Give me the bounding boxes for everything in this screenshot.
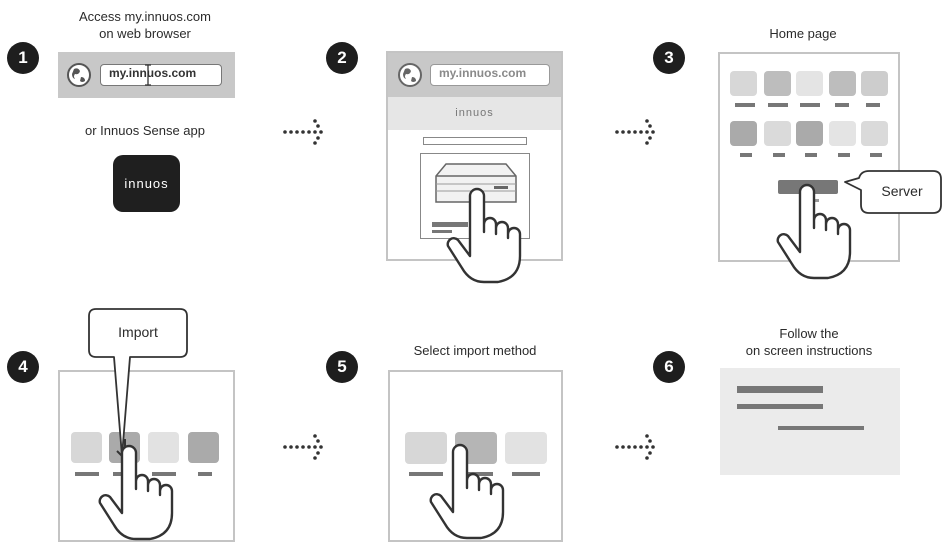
step-2-url-field: my.innuos.com [430,64,550,86]
step-2-url-text: my.innuos.com [439,66,527,80]
step-3-dash [870,153,882,157]
step-3-dash [800,103,820,107]
dotted-arrow-icon [283,434,323,460]
step-5-option[interactable] [505,432,547,464]
step-3-tile [764,121,791,146]
step-3-tile [829,71,856,96]
step-3-tile [764,71,791,96]
step-3-dash [835,103,849,107]
step-5-caption: Select import method [413,343,537,358]
step-3-callout-text: Server [881,183,923,199]
step-3-tile [829,121,856,146]
cursor-icon [145,64,151,86]
hand-pointer-icon [776,183,852,280]
step-2-dash-1 [432,222,468,227]
dotted-arrow-icon [615,119,655,145]
step-3-badge: 3 [653,42,685,74]
step-1-caption-line2: on web browser [99,26,191,41]
step-3-callout-bubble [844,170,942,214]
step-6-line [737,386,823,393]
step-5-dash [409,472,443,476]
step-3-tile [861,71,888,96]
step-4-dash [198,472,212,476]
step-4-badge: 4 [7,351,39,383]
step-3-dash [866,103,880,107]
step-1-badge: 1 [7,42,39,74]
step-3-tile [796,121,823,146]
step-2-input-line [423,137,527,145]
step-3-dash [735,103,755,107]
step-4-tile [71,432,102,463]
step-3-dash [805,153,817,157]
dotted-arrow-icon [283,119,323,145]
innuos-sense-app-icon[interactable]: innuos [113,155,180,212]
step-6-instructions-panel [720,368,900,475]
step-1-alt-text: or Innuos Sense app [85,123,205,138]
step-1-caption-line1: Access my.innuos.com [79,9,211,24]
step-5-option[interactable] [405,432,447,464]
dotted-arrow-icon [615,434,655,460]
step-3-tile [730,121,757,146]
step-2-dash-2 [432,230,452,233]
step-6-badge: 6 [653,351,685,383]
step-1-url-text: my.innuos.com [109,66,197,80]
globe-icon [398,63,422,87]
step-1-url-field: my.innuos.com [100,64,222,86]
step-2-brand-bar [388,97,561,130]
step-6-line [737,404,823,409]
step-4-callout-bubble [88,308,188,457]
step-6-caption-line1: Follow the [779,326,839,341]
app-icon-label: innuos [124,176,169,191]
step-4-dash [152,472,176,476]
step-5-badge: 5 [326,351,358,383]
step-6-line [778,426,864,430]
hand-pointer-icon [98,444,174,541]
step-4-dash [75,472,99,476]
step-3-caption: Home page [769,26,837,41]
step-3-tile [861,121,888,146]
step-3-dash [768,103,788,107]
step-4-tile [148,432,179,463]
step-3-dash [740,153,752,157]
step-2-brand-text: innuos [455,107,494,119]
globe-icon [67,63,91,87]
step-3-tile [796,71,823,96]
step-4-tile [188,432,219,463]
step-2-badge: 2 [326,42,358,74]
step-3-dash [838,153,850,157]
step-5-dash [512,472,540,476]
step-4-callout-text: Import [118,324,158,340]
step-3-tile [730,71,757,96]
step-3-dash [773,153,785,157]
step-6-caption-line2: on screen instructions [745,343,873,358]
hand-pointer-icon [429,443,505,540]
hand-pointer-icon [446,187,522,284]
